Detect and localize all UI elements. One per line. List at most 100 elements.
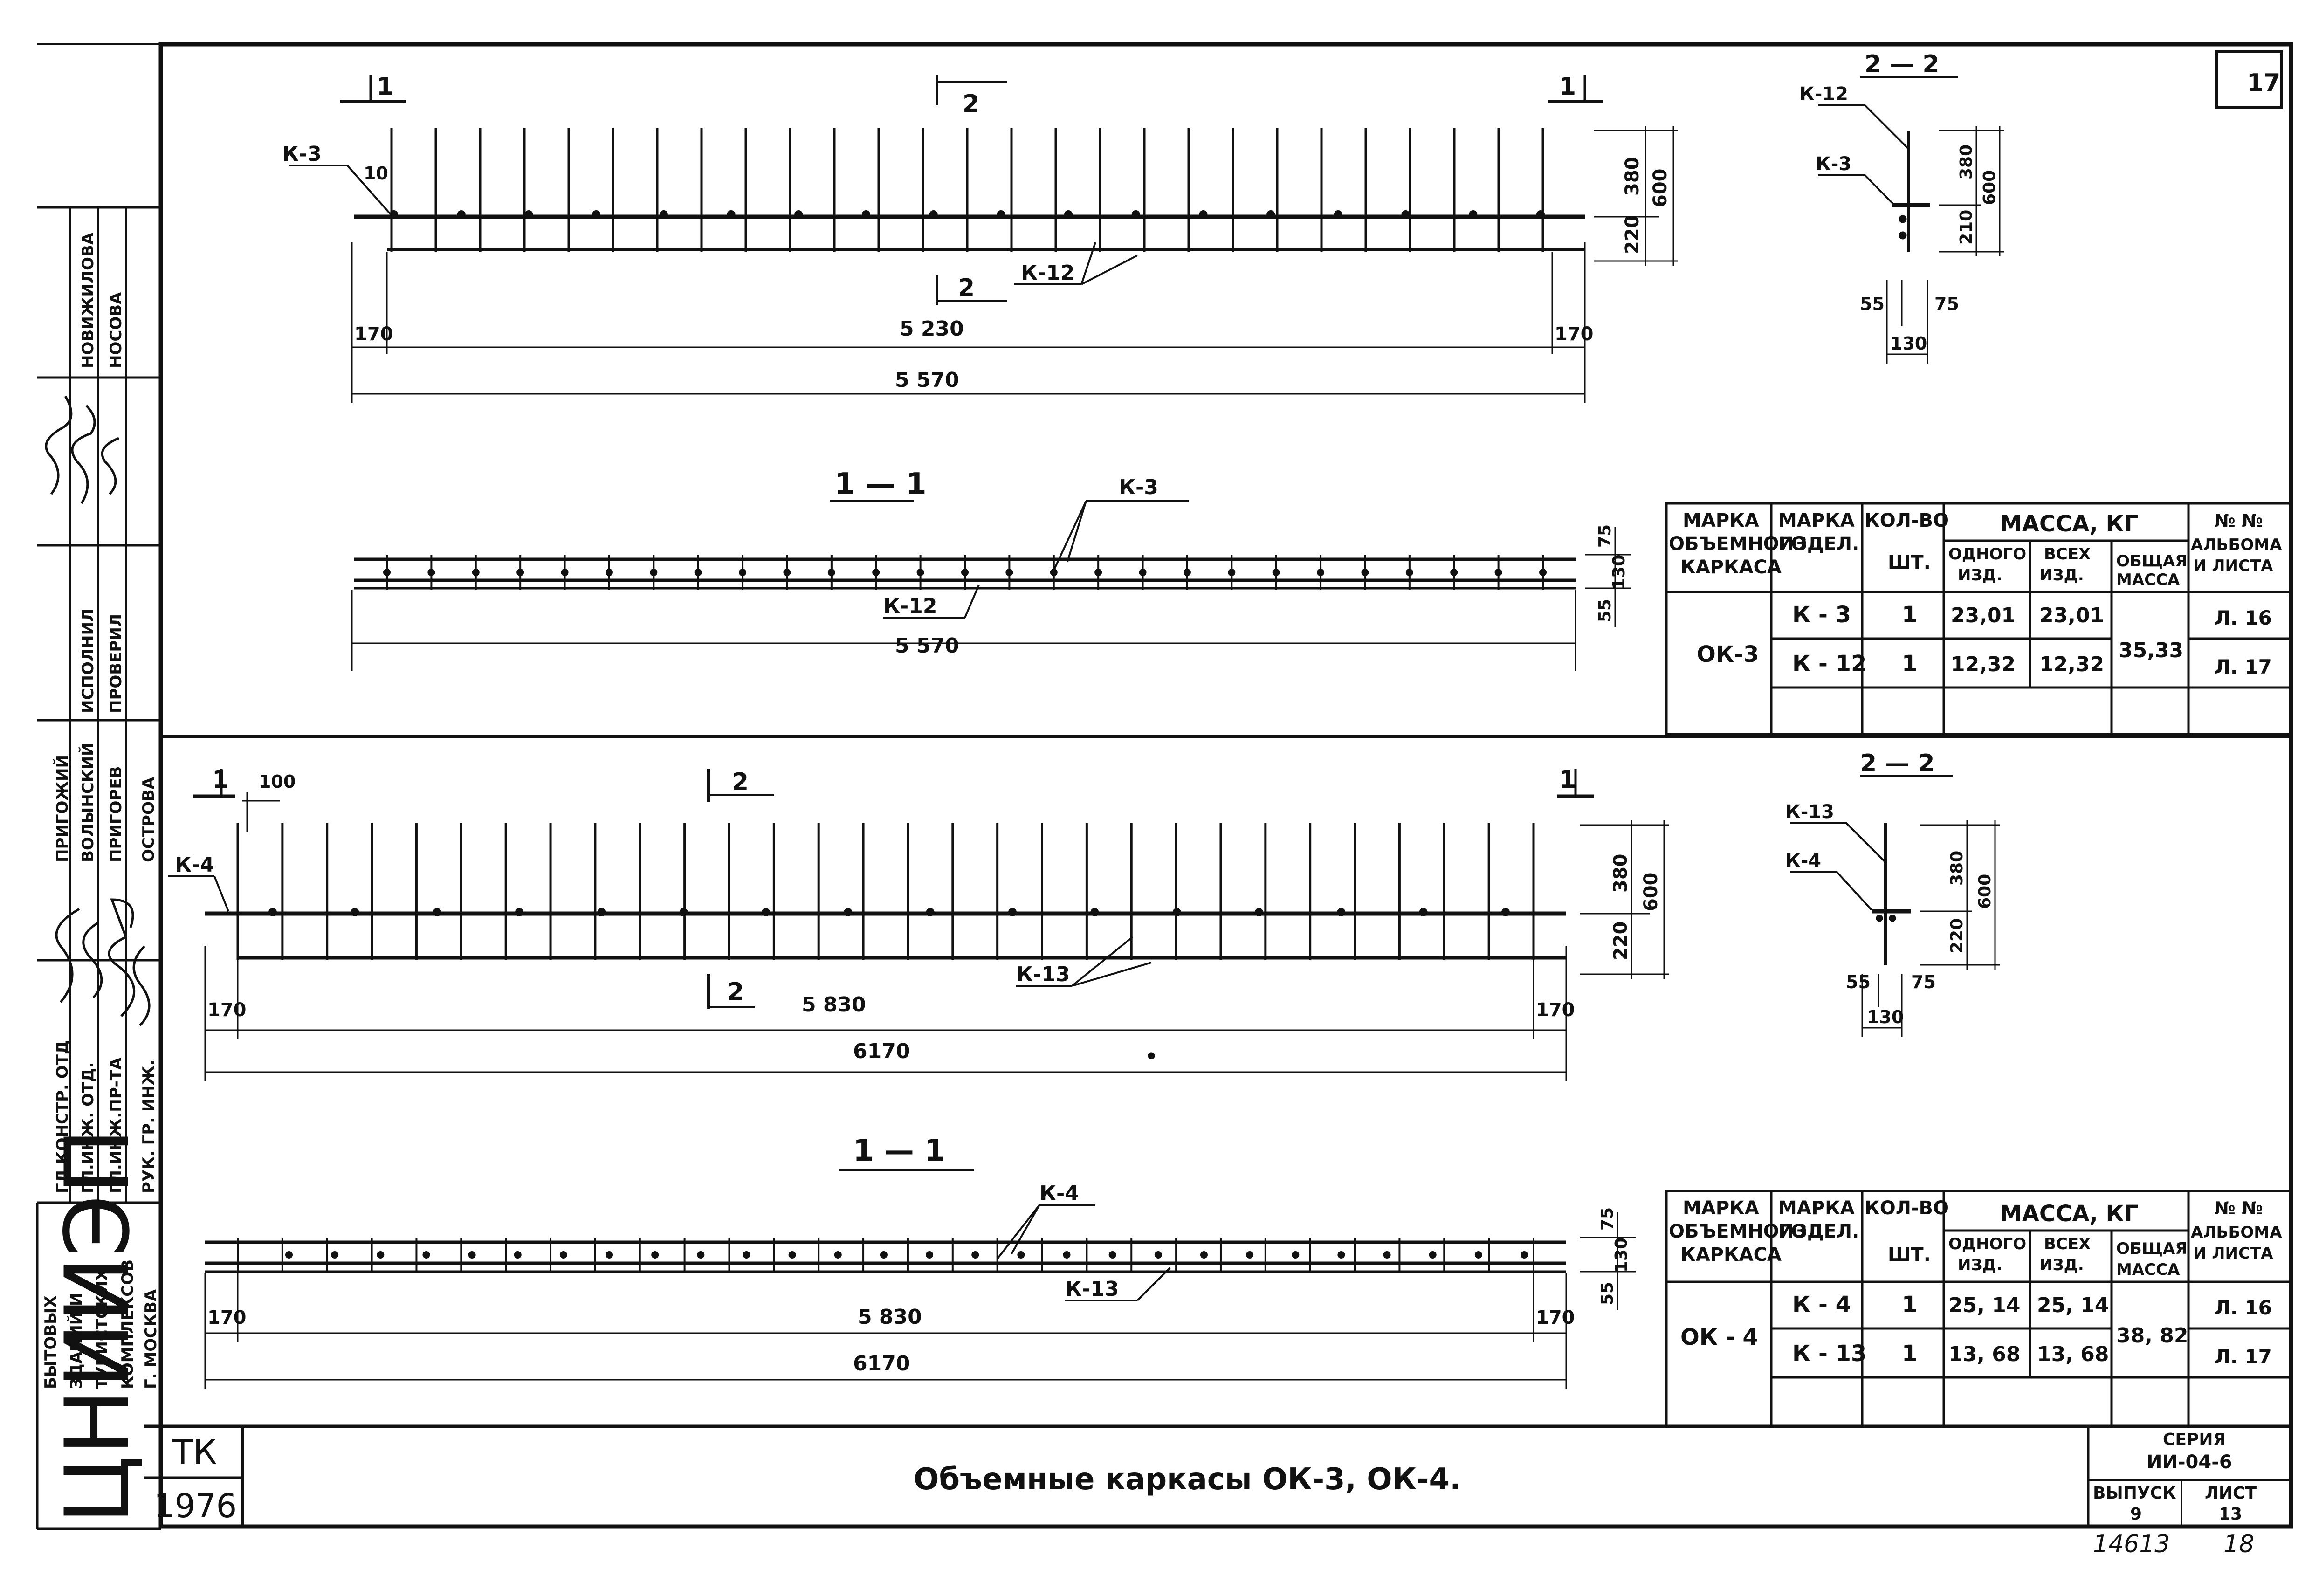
ok4-section11-d55: 55 <box>1598 1282 1617 1305</box>
t4-h3-line2: ШТ. <box>1888 1244 1931 1266</box>
role-1: ГЛ.КОНСТР. ОТД <box>53 1040 72 1193</box>
ok3-section22-k12: К-12 <box>1799 83 1848 105</box>
ok3-section11-k12: К-12 <box>883 594 937 618</box>
tk-label: ТК <box>172 1432 217 1472</box>
section-dot <box>926 1251 934 1259</box>
ok4-section11-k13: К-13 <box>1065 1277 1119 1301</box>
list-label: ЛИСТ <box>2205 1484 2257 1503</box>
ok3-section22-d130: 130 <box>1890 333 1927 354</box>
ok3-section2-mark-bottom: 2 <box>958 274 975 302</box>
rod-dot <box>727 210 736 219</box>
ok3-section22-d210: 210 <box>1957 210 1976 245</box>
rod-dot <box>1131 210 1140 219</box>
rod-dot <box>1090 908 1099 916</box>
section-dot <box>285 1251 293 1259</box>
section-dot <box>1063 1251 1071 1259</box>
ok4-d6170: 6170 <box>853 1039 910 1063</box>
t4-r1-qty: 1 <box>1902 1292 1917 1318</box>
ok4-section22-k4: К-4 <box>1785 850 1821 872</box>
sheet-frame <box>158 42 2293 1529</box>
t4-h4b-line1: ВСЕХ <box>2044 1235 2091 1253</box>
ok4-section11-d130: 130 <box>1612 1238 1631 1273</box>
t3-r1-item: К - 3 <box>1792 602 1851 628</box>
ok4-section22-d380: 380 <box>1947 851 1967 886</box>
rod-dot <box>1172 908 1181 916</box>
ok4-section22-d75: 75 <box>1911 972 1936 992</box>
rod-dot <box>1334 210 1342 219</box>
ok4-section11-d5830: 5 830 <box>858 1305 922 1329</box>
ok4-d5830: 5 830 <box>802 993 866 1017</box>
ok3-d170-left: 170 <box>354 323 393 345</box>
section-dot <box>468 1251 476 1259</box>
t4-h4c-line1: ОБЩАЯ <box>2116 1239 2187 1258</box>
section-dot <box>827 569 835 576</box>
title-block: 17 ТК 1976 Объемные каркасы ОК-3, ОК-4. … <box>154 69 2280 1558</box>
rod-dot <box>1199 210 1208 219</box>
section-dot <box>739 569 747 576</box>
name-1: ПРИГОЖИЙ <box>53 755 72 862</box>
section-dot <box>783 569 791 576</box>
t4-r1-ref: Л. 16 <box>2214 1296 2272 1319</box>
t3-h4b-line2: ИЗД. <box>2039 566 2084 585</box>
t4-h4: МАССА, КГ <box>2000 1201 2138 1227</box>
t3-frame: ОК-3 <box>1697 641 1759 667</box>
section-dot <box>1183 569 1191 576</box>
section-dot <box>1154 1251 1162 1259</box>
section-dot <box>1050 569 1058 576</box>
role-4: РУК. ГР. ИНЖ. <box>139 1060 158 1193</box>
t4-h4a-line1: ОДНОГО <box>1948 1235 2026 1253</box>
ok3-elevation-labels: 1 2 2 1 К-3 10 К-12 170 170 5 230 5 570 … <box>282 73 1671 392</box>
ok4-d170-right: 170 <box>1536 999 1575 1021</box>
rod-dot <box>794 210 803 219</box>
rod-dot <box>457 210 466 219</box>
ok4-section1-mark-right: 1 <box>1559 766 1576 794</box>
ok4-section11-d170-right: 170 <box>1536 1307 1575 1328</box>
table-ok4-text: МАРКА ОБЪЕМНОГО КАРКАСА МАРКА ИЗДЕЛ. КОЛ… <box>1669 1197 2282 1368</box>
section-dot <box>1450 569 1458 576</box>
t3-h2-line2: ИЗДЕЛ. <box>1778 533 1859 555</box>
sheet-title: Объемные каркасы ОК-3, ОК-4. <box>914 1462 1461 1497</box>
t3-r2-all: 12,32 <box>2039 653 2104 676</box>
section-dot <box>1361 569 1369 576</box>
t4-r2-item: К - 13 <box>1792 1341 1866 1367</box>
section-dot <box>383 569 391 576</box>
year: 1976 <box>154 1487 237 1525</box>
t4-r1-one: 25, 14 <box>1948 1293 2021 1317</box>
section-dot <box>1108 1251 1116 1259</box>
t3-r2-ref: Л. 17 <box>2214 655 2272 678</box>
t4-r2-ref: Л. 17 <box>2214 1345 2272 1368</box>
section-dot <box>697 1251 705 1259</box>
section-dot <box>1405 569 1413 576</box>
org-line-1: БЫТОВЫХ <box>41 1295 60 1389</box>
section-dot <box>1272 569 1280 576</box>
ok4-section22-d130: 130 <box>1867 1007 1904 1027</box>
ok3-d5230: 5 230 <box>900 317 964 341</box>
t3-r1-ref: Л. 16 <box>2214 606 2272 629</box>
inventory-number: 14613 <box>2093 1530 2170 1558</box>
rod-dot <box>433 908 441 916</box>
page-number: 18 <box>2223 1530 2254 1558</box>
ok4-section11-d75: 75 <box>1598 1207 1617 1231</box>
t3-h2-line1: МАРКА <box>1778 510 1855 531</box>
ok4-section11-d170-left: 170 <box>207 1307 247 1328</box>
section-dot <box>1200 1251 1208 1259</box>
signatures <box>45 395 151 1026</box>
section-dot <box>605 569 613 576</box>
section-dot <box>650 569 658 576</box>
t4-r1-all: 25, 14 <box>2037 1293 2109 1317</box>
section-dot <box>1246 1251 1254 1259</box>
t4-h5-line1: № № <box>2214 1198 2263 1218</box>
ok3-section11-d75: 75 <box>1596 524 1615 548</box>
ok3-section11-d55: 55 <box>1596 599 1615 622</box>
ok4-section-1-1 <box>204 1169 1636 1389</box>
section-dot <box>1521 1251 1528 1259</box>
list-value: 13 <box>2219 1505 2242 1524</box>
ok3-k12-label: К-12 <box>1021 261 1074 285</box>
rod-dot <box>997 210 1005 219</box>
rod-dot <box>515 908 523 916</box>
t3-h1-line3: КАРКАСА <box>1680 557 1782 578</box>
t3-r2-item: К - 12 <box>1792 651 1866 677</box>
sheet-number: 17 <box>2247 69 2280 97</box>
section-dot <box>788 1251 796 1259</box>
t4-h1-line3: КАРКАСА <box>1680 1244 1782 1266</box>
